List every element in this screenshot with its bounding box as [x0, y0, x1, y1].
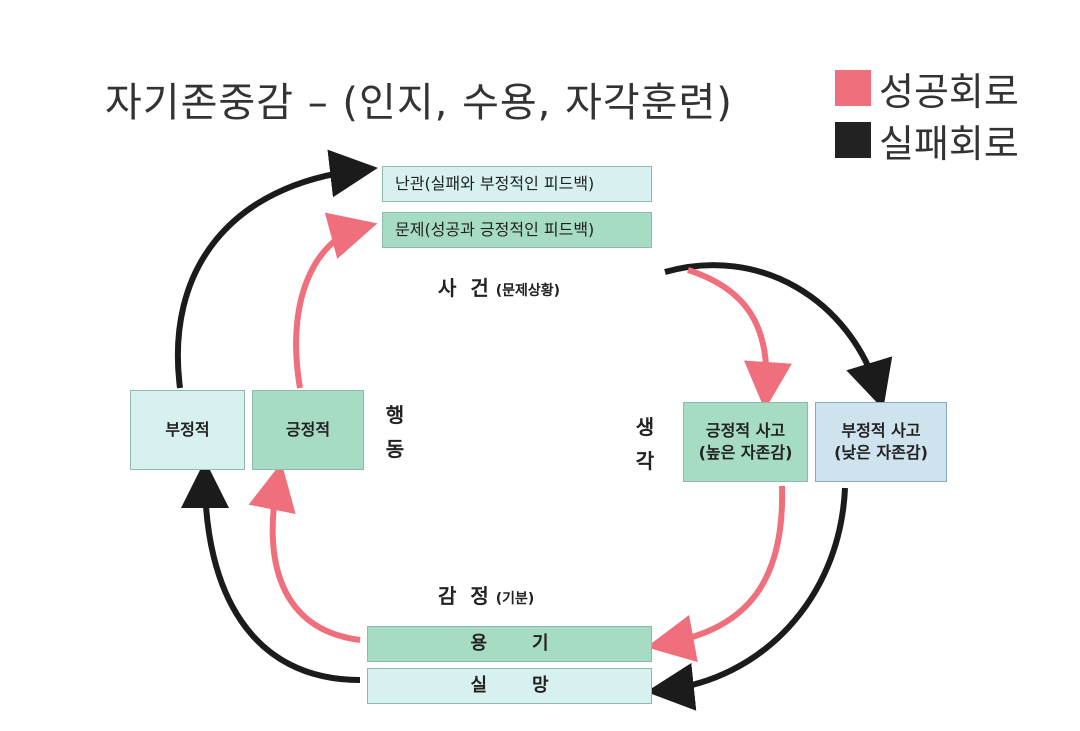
diagram-title: 자기존중감 – (인지, 수용, 자각훈련) — [105, 80, 733, 126]
thought-positive-line1: 긍정적 사고 — [705, 421, 786, 441]
thought-positive-line2: (높은 자존감) — [698, 443, 793, 462]
legend-success: 성공회로 — [835, 62, 1019, 114]
legend-failure-swatch — [835, 122, 871, 158]
success-arrow-behavior-to-event — [293, 212, 378, 389]
event-label-text: 사 건 — [438, 276, 489, 300]
emotion-label: 감 정 (기분) — [438, 580, 534, 609]
emotion-courage-box: 용 기 — [367, 626, 652, 662]
behavior-positive-text: 긍정적 — [285, 420, 331, 440]
behavior-label: 행동 — [385, 403, 405, 461]
legend-failure: 실패회로 — [835, 114, 1019, 166]
event-failure-box: 난관(실패와 부정적인 피드백) — [382, 166, 652, 202]
legend-success-label: 성공회로 — [879, 69, 1019, 114]
emotion-sub-label: (기분) — [495, 591, 535, 607]
thought-label: 생각 — [635, 415, 655, 473]
event-label: 사 건 (문제상황) — [438, 272, 560, 301]
failure-arrow-behavior-to-event — [174, 149, 378, 389]
event-success-text: 문제(성공과 긍정적인 피드백) — [395, 220, 595, 240]
emotion-despair-char-2: 망 — [531, 674, 549, 696]
failure-arrow-event-to-thought — [664, 262, 893, 410]
thought-negative-line1: 부정적 사고 — [841, 421, 921, 441]
failure-arrow-thought-to-emotion — [646, 487, 848, 711]
emotion-despair-char-1: 실 — [470, 674, 488, 696]
emotion-label-text: 감 정 — [438, 584, 489, 608]
success-arrow-emotion-to-behavior — [248, 462, 361, 643]
event-sub-label: (문제상황) — [495, 283, 561, 299]
success-arrow-event-to-thought — [687, 267, 792, 410]
thought-negative-line2: (낮은 자존감) — [834, 443, 928, 462]
thought-negative-box: 부정적 사고 (낮은 자존감) — [815, 402, 947, 482]
emotion-courage-char-1: 용 — [470, 632, 488, 654]
legend-success-swatch — [835, 70, 871, 106]
emotion-courage-char-2: 기 — [531, 632, 549, 654]
thought-positive-box: 긍정적 사고 (높은 자존감) — [683, 402, 808, 482]
failure-arrow-emotion-to-behavior — [181, 460, 361, 683]
event-failure-text: 난관(실패와 부정적인 피드백) — [395, 174, 595, 194]
legend: 성공회로 실패회로 — [835, 62, 1019, 166]
event-success-box: 문제(성공과 긍정적인 피드백) — [382, 212, 652, 248]
behavior-negative-box: 부정적 — [130, 390, 245, 470]
behavior-positive-box: 긍정적 — [252, 390, 364, 470]
emotion-despair-box: 실 망 — [367, 668, 652, 704]
legend-failure-label: 실패회로 — [879, 121, 1019, 166]
success-arrow-thought-to-emotion — [646, 485, 786, 663]
behavior-negative-text: 부정적 — [165, 420, 210, 440]
